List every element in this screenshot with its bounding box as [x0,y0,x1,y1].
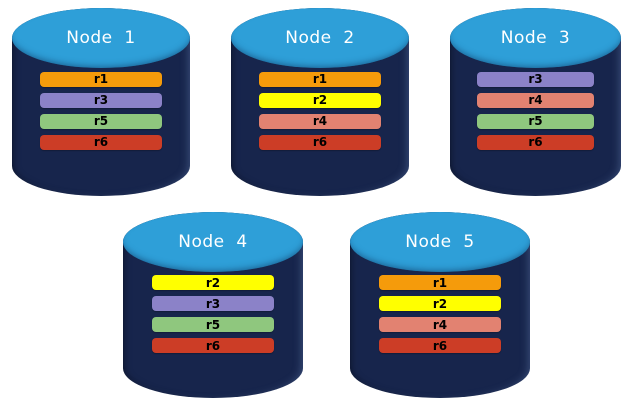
node-1-replica-list: r1 r3 r5 r6 [40,71,162,150]
node-5-replica-list: r1 r2 r4 r6 [378,275,502,354]
replica-r6[interactable]: r6 [151,338,275,354]
node-3-replica-list: r3 r4 r5 r6 [477,71,594,150]
replica-r2[interactable]: r2 [378,296,502,312]
replica-r4[interactable]: r4 [259,113,381,129]
node-4-cylinder-top [123,212,303,272]
node-2-replica-list: r1 r2 r4 r6 [259,71,381,150]
node-4-replica-list: r2 r3 r5 r6 [151,275,275,354]
node-2-cylinder-top [231,8,409,69]
node-5-cylinder-top [350,212,530,272]
replica-r4[interactable]: r4 [378,317,502,333]
replica-r2[interactable]: r2 [259,92,381,108]
replica-r6[interactable]: r6 [259,134,381,150]
replica-r2[interactable]: r2 [151,275,275,291]
replica-r6[interactable]: r6 [477,134,594,150]
replica-r1[interactable]: r1 [378,275,502,291]
replica-r6[interactable]: r6 [378,338,502,354]
replica-r3[interactable]: r3 [477,71,594,87]
replica-r5[interactable]: r5 [477,113,594,129]
replica-r1[interactable]: r1 [40,71,162,87]
replica-r4[interactable]: r4 [477,92,594,108]
node-3-cylinder-top [450,8,621,69]
node-1-cylinder-top [12,8,190,69]
replica-r5[interactable]: r5 [151,317,275,333]
replica-r6[interactable]: r6 [40,134,162,150]
replica-r1[interactable]: r1 [259,71,381,87]
replica-r3[interactable]: r3 [151,296,275,312]
replica-r5[interactable]: r5 [40,113,162,129]
replica-r3[interactable]: r3 [40,92,162,108]
